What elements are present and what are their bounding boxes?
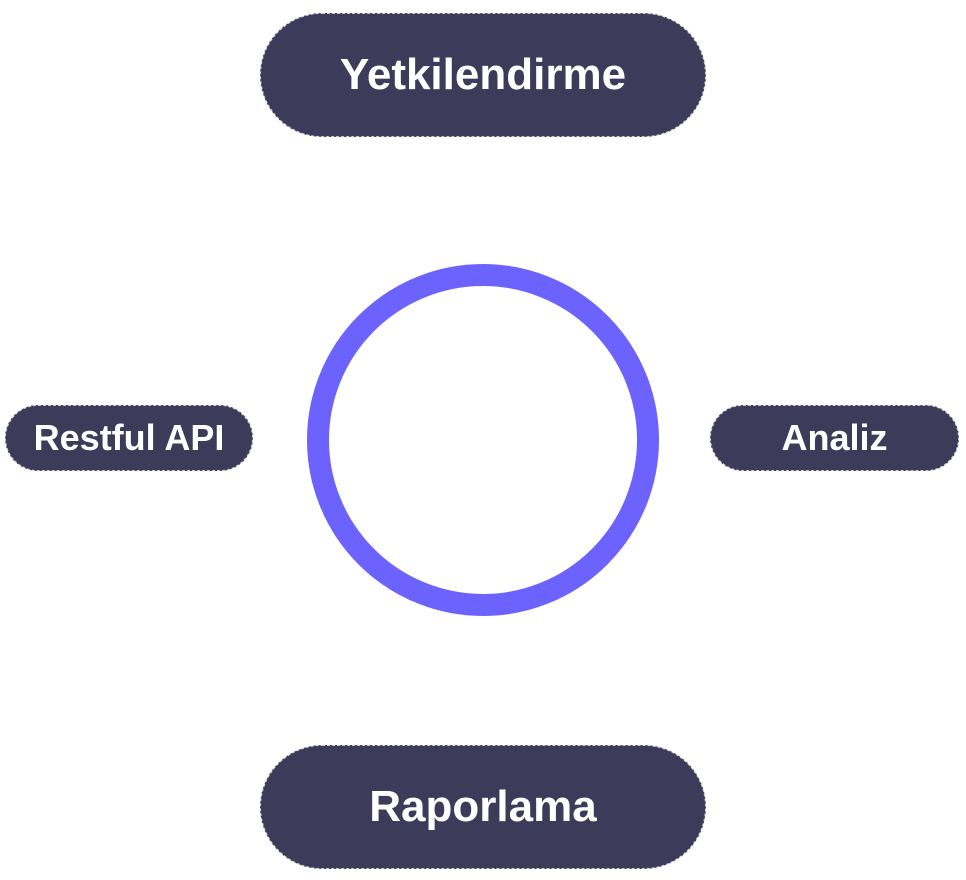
node-restful-api: Restful API: [5, 405, 253, 471]
center-ring: [307, 264, 659, 616]
node-analiz: Analiz: [710, 405, 959, 471]
node-yetkilendirme: Yetkilendirme: [260, 13, 706, 137]
node-raporlama: Raporlama: [260, 745, 706, 869]
